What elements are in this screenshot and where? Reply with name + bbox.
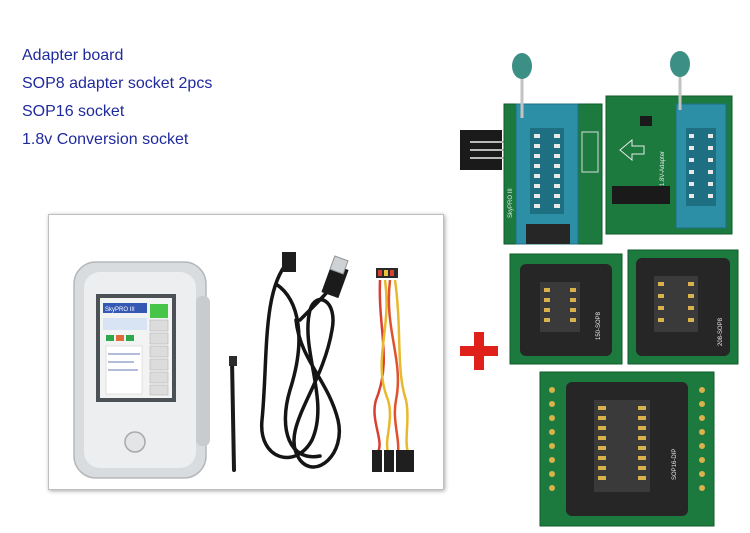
sop8-socket-b: 208-SOP8 — [627, 249, 739, 365]
lever-knob-icon — [512, 53, 532, 79]
caption-sop16-socket: SOP16 socket — [22, 103, 125, 120]
usb-a-plug-icon — [321, 255, 349, 299]
caption-sop8-socket: SOP8 adapter socket 2pcs — [22, 75, 213, 92]
mini-usb-plug-icon — [282, 252, 296, 272]
sop8-b-label: 208-SOP8 — [718, 317, 724, 346]
caption-list: Adapter board SOP8 adapter socket 2pcs S… — [22, 42, 212, 154]
power-button-icon — [124, 431, 146, 453]
voltage-adapter-board: 1.8V-Adapter — [605, 51, 733, 235]
caption-conversion-socket: 1.8v Conversion socket — [22, 131, 189, 148]
programmer-device: SkyPRO III — [73, 261, 210, 479]
sop8-socket-a: 150-SOP8 — [509, 253, 623, 365]
stylus-pen — [229, 356, 237, 472]
sop8-a-label: 150-SOP8 — [596, 311, 602, 340]
jumper-wires — [372, 268, 414, 472]
plus-icon — [460, 332, 498, 370]
zif-board-label: SkyPRO III — [508, 188, 514, 218]
lever-knob-icon — [670, 51, 690, 77]
sop16-socket: SOP16-DIP — [539, 371, 715, 527]
adapter-18v-label: 1.8V-Adapter — [660, 151, 666, 186]
sop16-label: SOP16-DIP — [672, 449, 678, 480]
caption-adapter-board: Adapter board — [22, 47, 124, 64]
zif-adapter-board: SkyPRO III — [460, 53, 603, 245]
device-screen-header: SkyPRO III — [105, 307, 135, 313]
